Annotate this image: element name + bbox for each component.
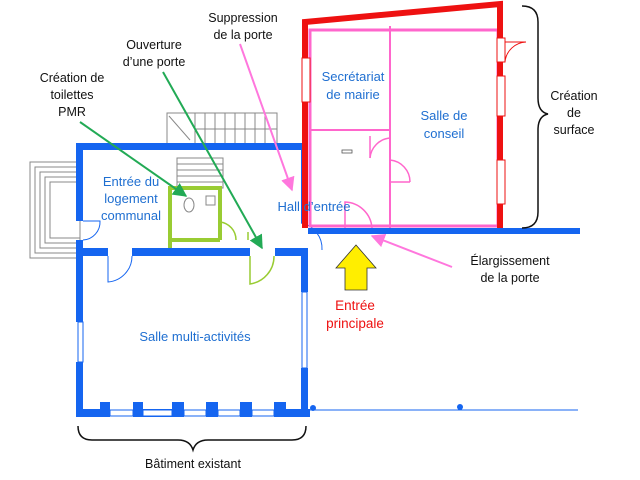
arrow-elargissement (370, 234, 453, 268)
note-toilettes: Création de (40, 71, 105, 85)
room-labels: Secrétariat de mairie Salle de conseil E… (101, 69, 467, 344)
stairs-upper (166, 112, 278, 146)
annotations: Suppression de la porte Ouverture d’une … (40, 11, 598, 471)
room-conseil-2: conseil (424, 126, 465, 141)
arrow-toilettes (79, 121, 188, 197)
note-elargissement-2: de la porte (480, 271, 539, 285)
room-hall: Hall d’entrée (278, 199, 351, 214)
note-ouverture-2: d’une porte (123, 55, 186, 69)
note-surface-3: surface (554, 123, 595, 137)
room-entree-logement-3: communal (101, 208, 161, 223)
note-elargissement: Élargissement (470, 253, 550, 268)
room-entree-logement-2: logement (104, 191, 158, 206)
brace-batiment (77, 425, 307, 453)
extension (301, 0, 527, 229)
room-conseil: Salle de (421, 108, 468, 123)
entrance-label: Entrée (335, 298, 375, 313)
room-entree-logement: Entrée du (103, 174, 159, 189)
note-toilettes-2: toilettes (50, 88, 93, 102)
stairs-inner (176, 157, 224, 189)
note-ouverture: Ouverture (126, 38, 182, 52)
brace-surface (521, 5, 549, 229)
exterior-steps (29, 161, 81, 259)
windows-bottom (109, 409, 275, 417)
note-surface-2: de (567, 106, 581, 120)
note-suppression-2: de la porte (213, 28, 272, 42)
room-secretariat: Secrétariat (322, 69, 385, 84)
arrow-ouverture (162, 71, 263, 250)
note-suppression: Suppression (208, 11, 278, 25)
room-salle-multi: Salle multi-activités (139, 329, 251, 344)
entrance-arrow-icon (335, 244, 377, 291)
window-right (301, 291, 308, 369)
window-left (77, 321, 84, 363)
doors-existing (82, 220, 323, 283)
note-batiment-existant: Bâtiment existant (145, 457, 241, 471)
new-door (249, 255, 275, 285)
arrow-suppression (239, 43, 295, 192)
room-secretariat-2: de mairie (326, 87, 379, 102)
pmr-toilet (168, 186, 249, 248)
note-toilettes-3: PMR (58, 105, 86, 119)
toilet-fixtures (183, 195, 216, 213)
entrance-label-2: principale (326, 316, 384, 331)
arrows (79, 43, 453, 268)
note-surface: Création (550, 89, 597, 103)
